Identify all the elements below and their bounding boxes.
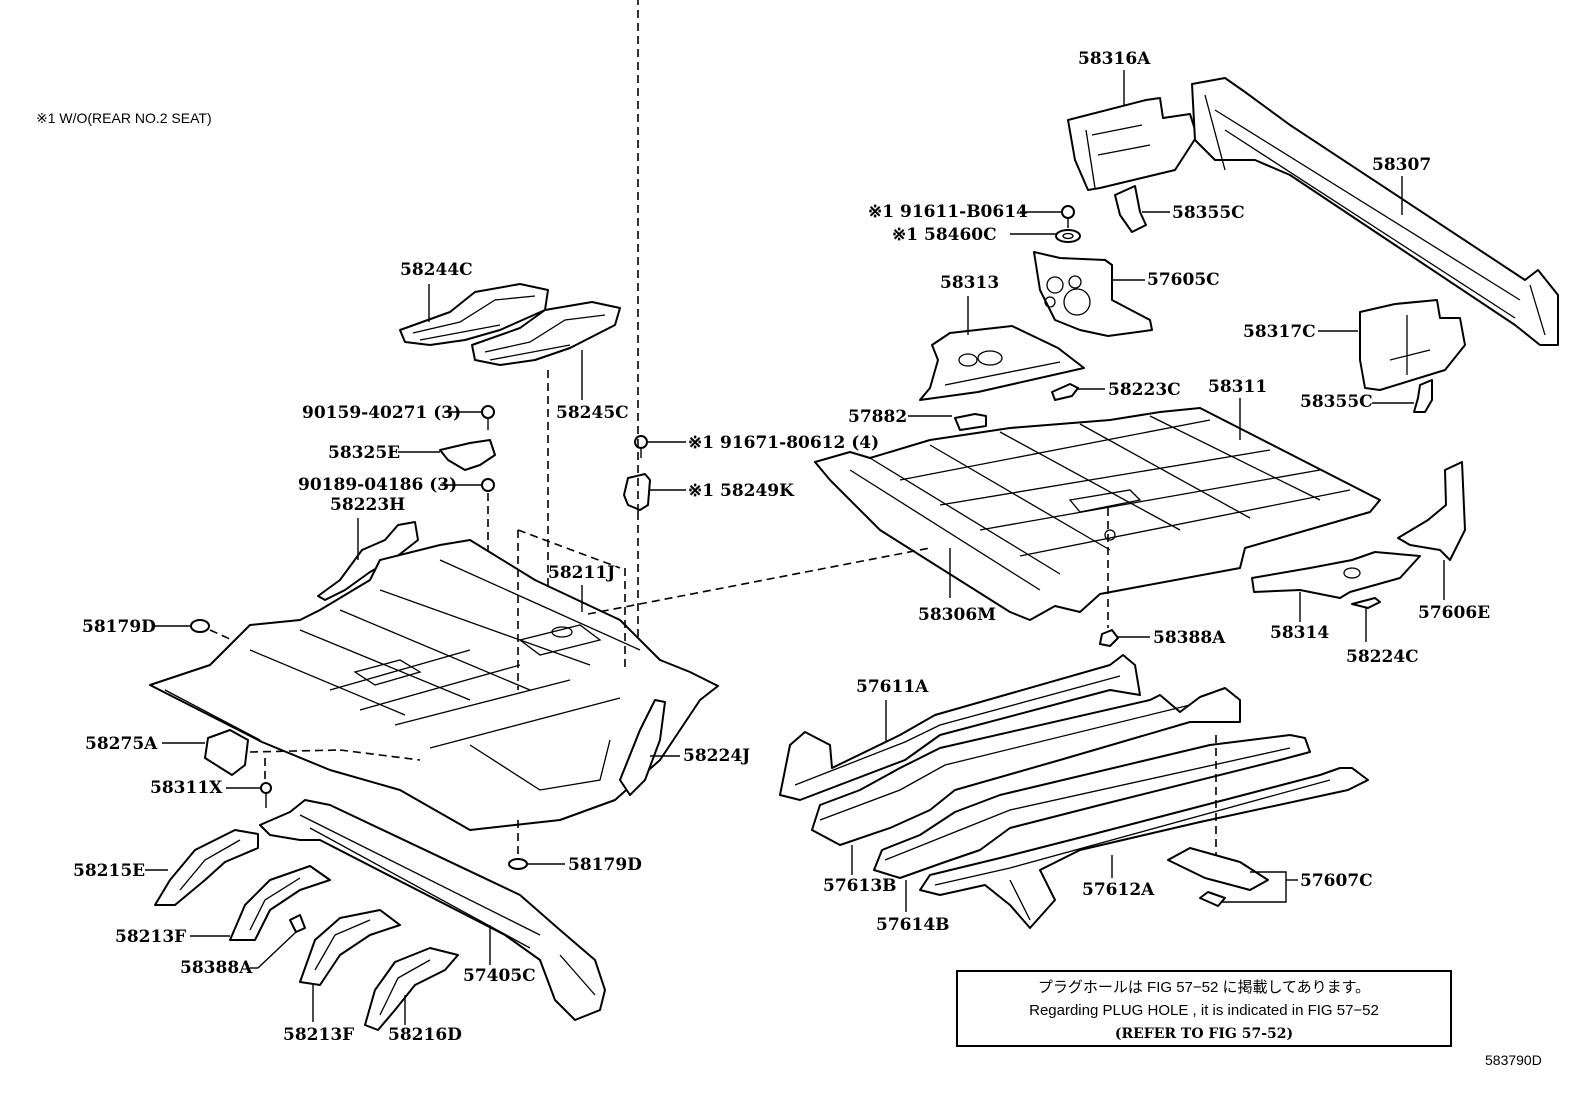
bolt-91671-80612[interactable] bbox=[634, 435, 648, 458]
part-58179D-upper[interactable] bbox=[190, 619, 210, 633]
label-58307: 58307 bbox=[1372, 155, 1431, 175]
part-58224C[interactable] bbox=[1351, 597, 1381, 609]
label-58275A: 58275A bbox=[85, 734, 158, 754]
part-58245C[interactable] bbox=[471, 301, 621, 366]
note-line-en: Regarding PLUG HOLE , it is indicated in… bbox=[1029, 1002, 1379, 1019]
label-57611A: 57611A bbox=[856, 677, 929, 697]
part-58317C[interactable] bbox=[1359, 299, 1466, 391]
bolt-91611-B0614[interactable] bbox=[1061, 205, 1075, 228]
label-58211J: 58211J bbox=[548, 563, 615, 583]
figure-id: 583790D bbox=[1485, 1052, 1542, 1068]
plug-hole-note-box: プラグホールは FIG 57−52 に掲載してあります。 Regarding P… bbox=[956, 970, 1452, 1047]
label-58224J: 58224J bbox=[683, 746, 750, 766]
part-57612A[interactable] bbox=[919, 767, 1369, 929]
label-58325E: 58325E bbox=[328, 443, 400, 463]
part-58215E[interactable] bbox=[154, 829, 259, 906]
label-58179D-lower: 58179D bbox=[568, 855, 642, 875]
bolt-90159-40271[interactable] bbox=[481, 405, 495, 430]
footnote: ※1 W/O(REAR NO.2 SEAT) bbox=[36, 110, 212, 126]
part-58325E[interactable] bbox=[439, 439, 496, 471]
label-57607C: 57607C bbox=[1300, 871, 1373, 891]
label-58311X: 58311X bbox=[150, 778, 223, 798]
part-58275A[interactable] bbox=[204, 729, 249, 776]
label-58179D-upper: 58179D bbox=[82, 617, 156, 637]
label-57605C: 57605C bbox=[1147, 270, 1220, 290]
label-58355C-upper: 58355C bbox=[1172, 203, 1245, 223]
part-57882[interactable] bbox=[954, 413, 987, 431]
part-58307[interactable] bbox=[1191, 77, 1559, 346]
label-58223C: 58223C bbox=[1108, 380, 1181, 400]
label-58316A: 58316A bbox=[1078, 49, 1151, 69]
label-58245C: 58245C bbox=[556, 403, 629, 423]
nut-90189-04186[interactable] bbox=[481, 478, 495, 492]
part-58388A-lower[interactable] bbox=[289, 914, 306, 933]
part-58249K[interactable] bbox=[623, 473, 651, 511]
label-57882: 57882 bbox=[848, 407, 907, 427]
part-58311[interactable] bbox=[814, 407, 1381, 621]
part-58355C-upper[interactable] bbox=[1114, 185, 1147, 233]
label-58355C-lower: 58355C bbox=[1300, 392, 1373, 412]
part-58313[interactable] bbox=[919, 325, 1085, 401]
part-57611A[interactable] bbox=[779, 654, 1141, 801]
part-57606E[interactable] bbox=[1397, 461, 1466, 561]
part-57607C-plate[interactable] bbox=[1167, 847, 1269, 891]
bolt-58311X[interactable] bbox=[260, 782, 272, 808]
label-58313: 58313 bbox=[940, 273, 999, 293]
part-57605C[interactable] bbox=[1033, 251, 1153, 337]
part-58179D-lower[interactable] bbox=[508, 858, 528, 870]
part-57613B[interactable] bbox=[811, 687, 1241, 846]
label-58317C: 58317C bbox=[1243, 322, 1316, 342]
part-57405C[interactable] bbox=[259, 799, 606, 1021]
part-58213F-lower[interactable] bbox=[299, 909, 401, 986]
label-58314: 58314 bbox=[1270, 623, 1329, 643]
label-57612A: 57612A bbox=[1082, 880, 1155, 900]
label-58244C: 58244C bbox=[400, 260, 473, 280]
part-57607C-clip[interactable] bbox=[1199, 891, 1226, 907]
label-91671-80612: ※1 91671-80612 (4) bbox=[688, 433, 879, 453]
part-58224J[interactable] bbox=[619, 699, 666, 796]
label-91611-B0614: ※1 91611-B0614 bbox=[868, 202, 1028, 222]
label-58224C: 58224C bbox=[1346, 647, 1419, 667]
part-58460C[interactable] bbox=[1055, 229, 1081, 243]
note-line-jp: プラグホールは FIG 57−52 に掲載してあります。 bbox=[1038, 979, 1370, 996]
label-57614B: 57614B bbox=[876, 915, 950, 935]
label-58249K: ※1 58249K bbox=[688, 481, 795, 501]
label-57606E: 57606E bbox=[1418, 603, 1490, 623]
part-58388A-upper[interactable] bbox=[1099, 629, 1119, 647]
label-58223H: 58223H bbox=[330, 495, 405, 515]
label-58306M: 58306M bbox=[918, 605, 996, 625]
label-58311: 58311 bbox=[1208, 377, 1267, 397]
note-line-ref: (REFER TO FIG 57-52) bbox=[1115, 1026, 1293, 1042]
part-58213F-upper[interactable] bbox=[229, 865, 331, 941]
part-58244C[interactable] bbox=[399, 283, 549, 346]
part-58355C-lower[interactable] bbox=[1413, 379, 1433, 413]
label-57613B: 57613B bbox=[823, 876, 897, 896]
label-58460C: ※1 58460C bbox=[892, 225, 997, 245]
label-58388A-upper: 58388A bbox=[1153, 628, 1226, 648]
label-58216D: 58216D bbox=[388, 1025, 462, 1045]
label-58213F-upper: 58213F bbox=[115, 927, 186, 947]
label-57405C: 57405C bbox=[463, 966, 536, 986]
label-90189-04186: 90189-04186 (3) bbox=[298, 475, 457, 495]
label-58215E: 58215E bbox=[73, 861, 145, 881]
part-58223C[interactable] bbox=[1051, 383, 1079, 401]
label-58213F-lower: 58213F bbox=[283, 1025, 354, 1045]
part-58211J[interactable] bbox=[149, 539, 719, 831]
label-90159-40271: 90159-40271 (3) bbox=[302, 403, 461, 423]
part-58216D[interactable] bbox=[364, 947, 459, 1031]
label-58388A-lower: 58388A bbox=[180, 958, 253, 978]
part-58316A[interactable] bbox=[1067, 97, 1198, 191]
part-58314[interactable] bbox=[1251, 551, 1421, 599]
part-57614B[interactable] bbox=[873, 734, 1311, 879]
